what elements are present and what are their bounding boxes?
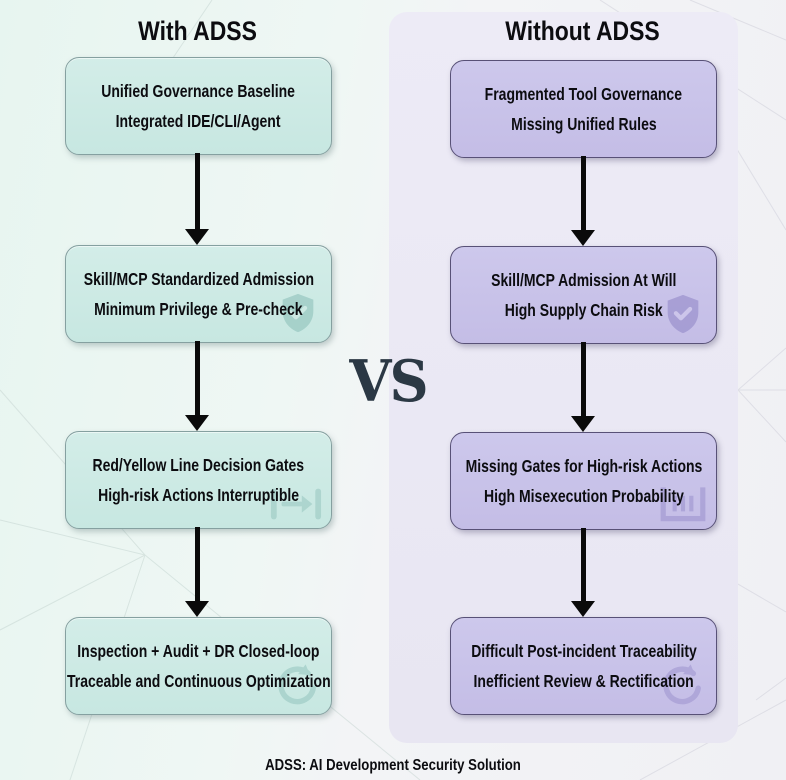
arrowhead-down-icon bbox=[185, 601, 209, 617]
flow-arrow bbox=[571, 156, 595, 246]
with-adss-title: With ADSS bbox=[138, 16, 257, 46]
flow-box-line: Minimum Privilege & Pre-check bbox=[94, 299, 303, 319]
flow-box-line: Unified Governance Baseline bbox=[101, 81, 296, 101]
arrowhead-down-icon bbox=[185, 415, 209, 431]
arrowhead-down-icon bbox=[571, 416, 595, 432]
flow-arrow bbox=[185, 341, 209, 431]
shield-check-icon bbox=[667, 294, 699, 334]
gate-interrupt-icon bbox=[270, 488, 322, 520]
flow-arrow bbox=[185, 527, 209, 617]
flow-box-line: High-risk Actions Interruptible bbox=[98, 485, 299, 505]
flow-box-line: High Supply Chain Risk bbox=[504, 300, 663, 320]
arrowhead-down-icon bbox=[571, 230, 595, 246]
flow-arrow bbox=[185, 153, 209, 245]
flow-box-fragmented-governance: Fragmented Tool Governance Missing Unifi… bbox=[450, 60, 717, 158]
flow-box-line: Difficult Post-incident Traceability bbox=[470, 641, 697, 661]
gate-bars-icon bbox=[660, 487, 706, 522]
flow-box-line: Missing Gates for High-risk Actions bbox=[465, 456, 702, 476]
cycle-icon bbox=[278, 664, 316, 705]
flow-box-line: Inefficient Review & Rectification bbox=[473, 671, 694, 691]
shield-check-icon bbox=[282, 293, 314, 333]
flow-arrow bbox=[571, 342, 595, 432]
arrowhead-down-icon bbox=[571, 601, 595, 617]
flow-box-unified-governance: Unified Governance Baseline Integrated I… bbox=[65, 57, 332, 155]
flow-box-decision-gates: Red/Yellow Line Decision Gates High-risk… bbox=[65, 431, 332, 529]
footer-caption: ADSS: AI Development Security Solution bbox=[265, 757, 521, 774]
vs-label: VS bbox=[349, 348, 428, 415]
flow-box-admission-at-will: Skill/MCP Admission At Will High Supply … bbox=[450, 246, 717, 344]
flow-box-line: Inspection + Audit + DR Closed-loop bbox=[77, 641, 320, 661]
arrowhead-down-icon bbox=[185, 229, 209, 245]
flow-box-post-incident: Difficult Post-incident Traceability Ine… bbox=[450, 617, 717, 715]
flow-box-audit-closed-loop: Inspection + Audit + DR Closed-loop Trac… bbox=[65, 617, 332, 715]
flow-box-standardized-admission: Skill/MCP Standardized Admission Minimum… bbox=[65, 245, 332, 343]
flow-arrow bbox=[571, 528, 595, 617]
flow-box-missing-gates: Missing Gates for High-risk Actions High… bbox=[450, 432, 717, 530]
flow-box-line: Skill/MCP Admission At Will bbox=[490, 270, 677, 290]
flow-box-line: Traceable and Continuous Optimization bbox=[66, 671, 331, 691]
flow-box-line: Fragmented Tool Governance bbox=[484, 84, 683, 104]
flow-box-line: Skill/MCP Standardized Admission bbox=[83, 269, 314, 289]
flow-box-line: Red/Yellow Line Decision Gates bbox=[92, 455, 305, 475]
without-adss-title: Without ADSS bbox=[505, 16, 660, 46]
flow-box-line: Integrated IDE/CLI/Agent bbox=[116, 111, 281, 131]
flow-box-line: High Misexecution Probability bbox=[483, 486, 684, 506]
flow-box-line: Missing Unified Rules bbox=[510, 114, 657, 134]
cycle-icon bbox=[663, 664, 701, 705]
